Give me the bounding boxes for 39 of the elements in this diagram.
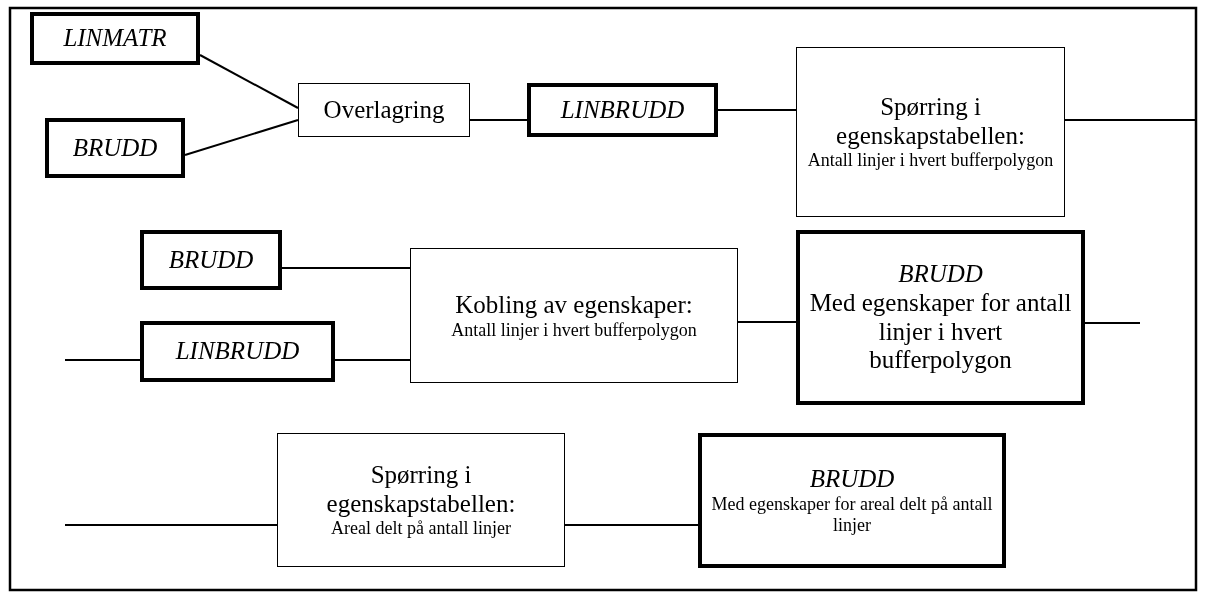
box-text: Antall linjer i hvert bufferpolygon xyxy=(807,150,1054,172)
connector-line xyxy=(334,359,411,361)
box-text: Overlagring xyxy=(323,95,445,125)
box-text: Med egenskaper for antall linjer i hvert bufferpolygon xyxy=(808,288,1073,375)
box-heading: Spørring i egenskapstabellen: xyxy=(835,92,1026,151)
connector-line xyxy=(737,321,797,323)
process-box xyxy=(277,433,565,567)
box-heading: Kobling av egenskaper: xyxy=(455,290,693,320)
box-text: BRUDD xyxy=(72,133,158,163)
data-box xyxy=(140,321,335,382)
data-box xyxy=(796,230,1085,405)
connector-line xyxy=(281,267,411,269)
box-heading: BRUDD xyxy=(809,465,895,495)
box-text: LINBRUDD xyxy=(175,337,300,366)
data-box xyxy=(30,12,200,65)
box-text: Med egenskaper for areal delt på antall linjer xyxy=(710,494,994,536)
box-heading: BRUDD xyxy=(898,260,983,289)
connector-line xyxy=(64,359,141,361)
data-box xyxy=(698,433,1006,568)
connector-line xyxy=(469,119,528,121)
connector-line xyxy=(199,54,299,109)
box-text: BRUDD xyxy=(168,245,254,275)
connector-line xyxy=(184,119,299,156)
box-text: LINMATR xyxy=(63,24,167,53)
data-box xyxy=(140,230,282,290)
process-box xyxy=(796,47,1065,217)
process-box xyxy=(410,248,738,383)
connector-line xyxy=(564,524,699,526)
box-text: Areal delt på antall linjer xyxy=(331,518,511,540)
data-box xyxy=(45,118,185,178)
connector-line xyxy=(1084,322,1141,324)
box-text: Antall linjer i hvert bufferpolygon xyxy=(451,319,697,341)
connector-line xyxy=(1064,119,1196,121)
data-box xyxy=(527,83,718,137)
connector-line xyxy=(64,524,278,526)
box-heading: Spørring i egenskapstabellen: xyxy=(325,460,517,519)
process-box xyxy=(298,83,470,137)
connector-line xyxy=(717,109,797,111)
box-text: LINBRUDD xyxy=(560,95,685,125)
